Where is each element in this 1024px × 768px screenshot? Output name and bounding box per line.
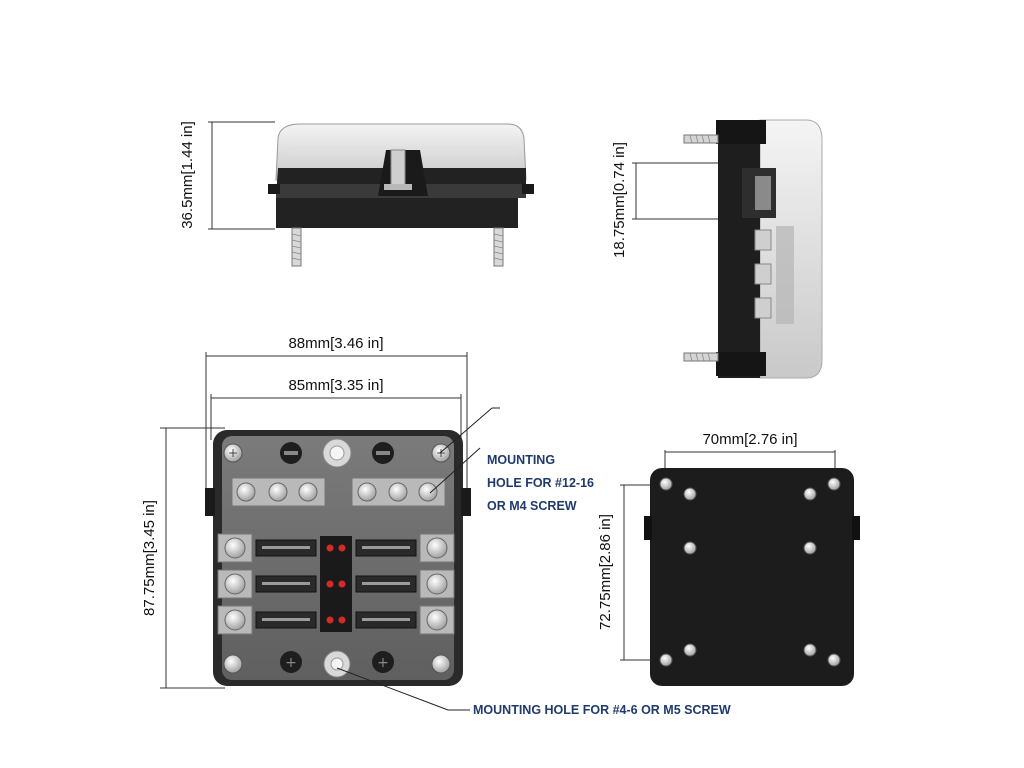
callout-large-mounting-hole: MOUNTING HOLE FOR #12-16 OR M4 SCREW bbox=[429, 407, 594, 513]
callout-large-line3: OR M4 SCREW bbox=[487, 499, 577, 513]
top-height-label: 87.75mm[3.45 in] bbox=[141, 500, 158, 616]
back-view: 70mm[2.76 in] 72.75mm[2.86 in] bbox=[597, 431, 860, 686]
callout-large-line1: MOUNTING bbox=[487, 453, 555, 467]
svg-text:+: + bbox=[228, 446, 238, 460]
top-width-inner-label: 85mm[3.35 in] bbox=[288, 377, 383, 394]
back-height-label: 72.75mm[2.86 in] bbox=[597, 514, 614, 630]
svg-text:+: + bbox=[436, 446, 446, 460]
svg-text:+: + bbox=[285, 655, 297, 671]
top-width-outer-label: 88mm[3.46 in] bbox=[288, 335, 383, 352]
callout-small-mounting-hole: MOUNTING HOLE FOR #4-6 OR M5 SCREW bbox=[336, 667, 731, 717]
callout-large-line2: HOLE FOR #12-16 bbox=[487, 476, 594, 490]
top-view: 88mm[3.46 in] 85mm[3.35 in] 87.75mm[3.45… bbox=[141, 335, 471, 689]
svg-text:+: + bbox=[377, 655, 389, 671]
side-height-label: 18.75mm[0.74 in] bbox=[611, 142, 628, 258]
callout-small-label: MOUNTING HOLE FOR #4-6 OR M5 SCREW bbox=[473, 703, 731, 717]
front-height-label: 36.5mm[1.44 in] bbox=[179, 121, 196, 229]
back-width-label: 70mm[2.76 in] bbox=[702, 431, 797, 448]
front-view: 36.5mm[1.44 in] bbox=[179, 121, 534, 267]
side-view: 18.75mm[0.74 in] bbox=[611, 119, 823, 379]
